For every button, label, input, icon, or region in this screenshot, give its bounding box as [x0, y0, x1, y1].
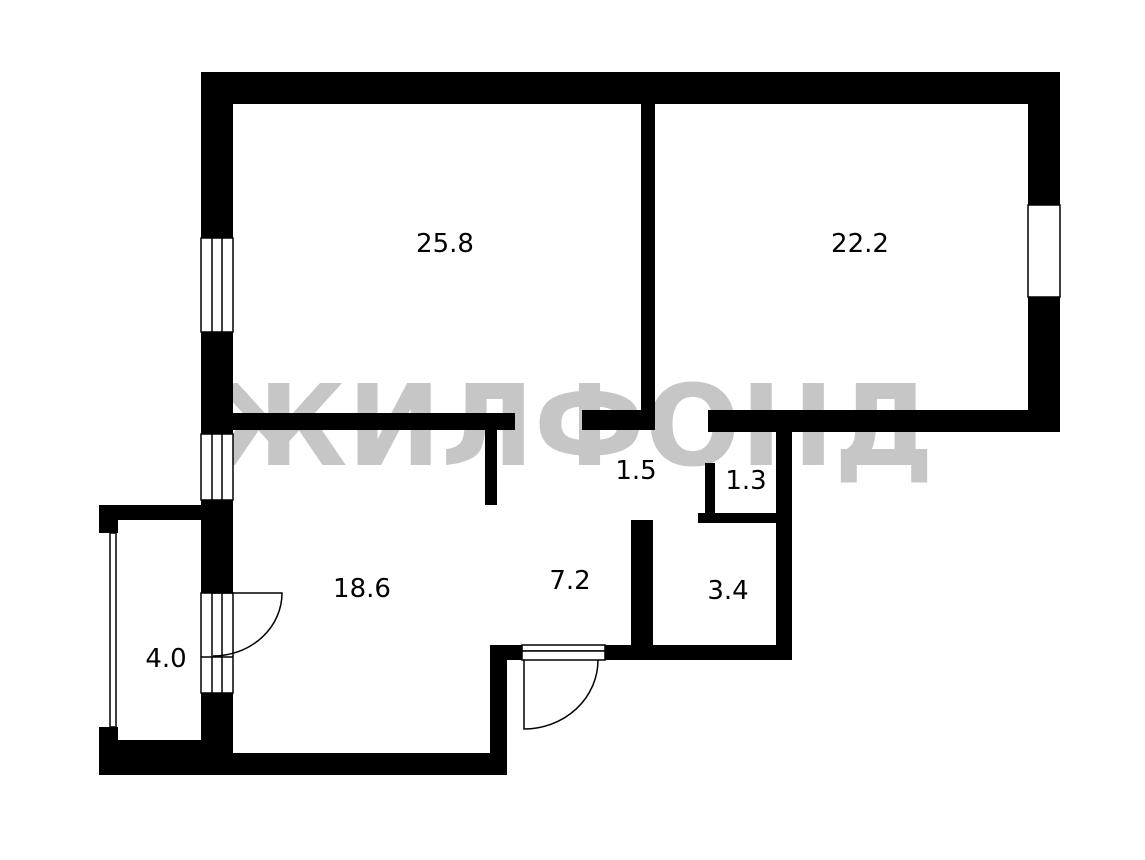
balcony-door-swing	[212, 592, 283, 657]
room-area-label: 4.0	[145, 644, 186, 674]
room-area-label: 25.8	[416, 229, 474, 259]
room-area-label: 22.2	[831, 229, 889, 259]
window-upper-right	[1027, 204, 1061, 298]
room-area-label: 1.5	[615, 456, 656, 486]
room-area-label: 1.3	[725, 466, 766, 496]
balcony-glazing	[109, 532, 117, 728]
entrance-door-frame	[521, 644, 606, 661]
room-labels: 25.8 22.2 1.5 1.3 18.6 7.2 3.4 4.0	[145, 229, 889, 674]
room-area-label: 18.6	[333, 574, 391, 604]
room-area-label: 3.4	[707, 576, 748, 606]
window-lower-left	[200, 433, 234, 501]
walls	[99, 72, 1060, 775]
entrance-door-swing	[523, 659, 599, 730]
balcony-door-frame	[200, 592, 234, 694]
window-upper-left	[200, 237, 234, 333]
room-area-label: 7.2	[549, 566, 590, 596]
windows	[109, 204, 1061, 728]
